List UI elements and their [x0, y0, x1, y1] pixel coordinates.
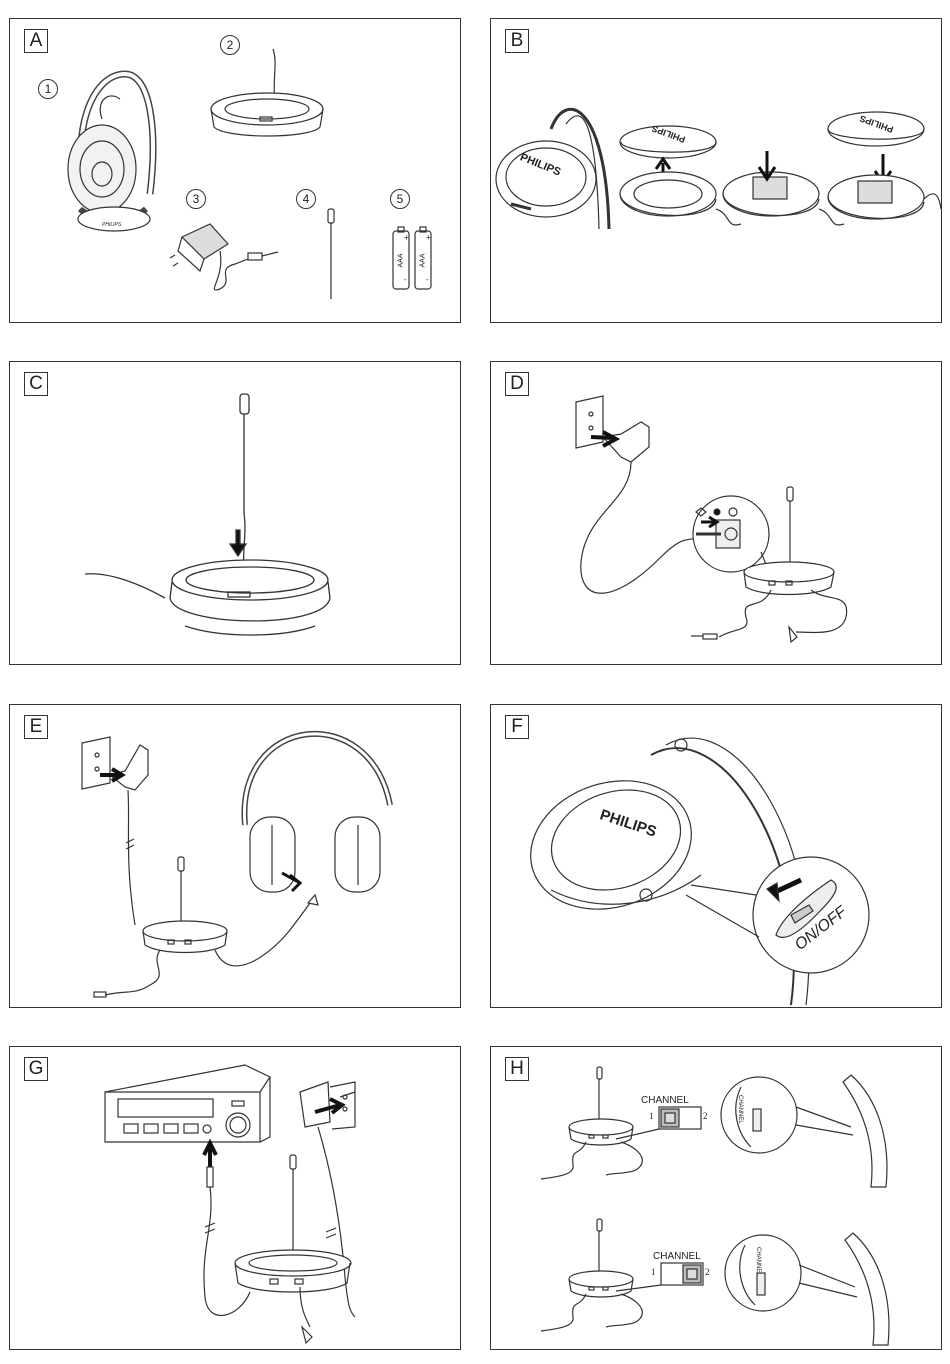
item-number: 1	[38, 79, 58, 99]
battery-label: AAA	[397, 253, 405, 268]
panel-label: A	[24, 29, 48, 53]
panel-g: G	[9, 1046, 461, 1350]
battery-plus: +	[404, 233, 409, 242]
panel-label: C	[24, 372, 48, 396]
channel-label: CHANNEL	[641, 1095, 689, 1106]
panel-f-illustration	[530, 737, 870, 1006]
channel-position-2: 2	[703, 1111, 708, 1121]
item-number: 5	[390, 189, 410, 209]
channel-position-2: 2	[705, 1267, 710, 1277]
panel-label: F	[505, 715, 529, 739]
panel-h: H CHANNEL 1 2 CHANNEL 1 2 CHANNEL CHANNE…	[490, 1046, 942, 1350]
item-number: 3	[186, 189, 206, 209]
battery-minus: -	[426, 275, 429, 284]
panel-d: D	[490, 361, 942, 665]
battery-plus: +	[426, 233, 431, 242]
side-channel-label: CHANNEL	[755, 1247, 761, 1276]
headphone-brand: PHILIPS	[102, 222, 122, 228]
side-channel-label: CHANNEL	[737, 1095, 743, 1124]
panel-label: D	[505, 372, 529, 396]
battery-label: AAA	[419, 253, 427, 268]
panel-a: A 1 2 3 4 5 AAA AAA + + - - PHILIPS	[9, 18, 461, 323]
channel-position-1: 1	[649, 1111, 654, 1121]
panel-e: E	[9, 704, 461, 1008]
panel-label: H	[505, 1057, 529, 1081]
item-number: 2	[220, 35, 240, 55]
item-number: 4	[296, 189, 316, 209]
panel-d-illustration	[575, 395, 848, 644]
panel-e-illustration	[81, 730, 393, 998]
channel-label: CHANNEL	[653, 1251, 701, 1262]
panel-label: G	[24, 1057, 48, 1081]
panel-a-illustration	[67, 48, 432, 299]
panel-h-illustration	[540, 1066, 890, 1346]
channel-position-1: 1	[651, 1267, 656, 1277]
panel-c-illustration	[84, 393, 331, 636]
panel-label: B	[505, 29, 529, 53]
panel-b: B PHILIPS PHILIPS PHILIPS	[490, 18, 942, 323]
panel-b-illustration	[495, 107, 941, 230]
panel-f: F PHILIPS ON/OFF	[490, 704, 942, 1008]
panel-label: E	[24, 715, 48, 739]
panel-g-illustration	[104, 1064, 356, 1345]
panel-c: C	[9, 361, 461, 665]
battery-minus: -	[404, 275, 407, 284]
